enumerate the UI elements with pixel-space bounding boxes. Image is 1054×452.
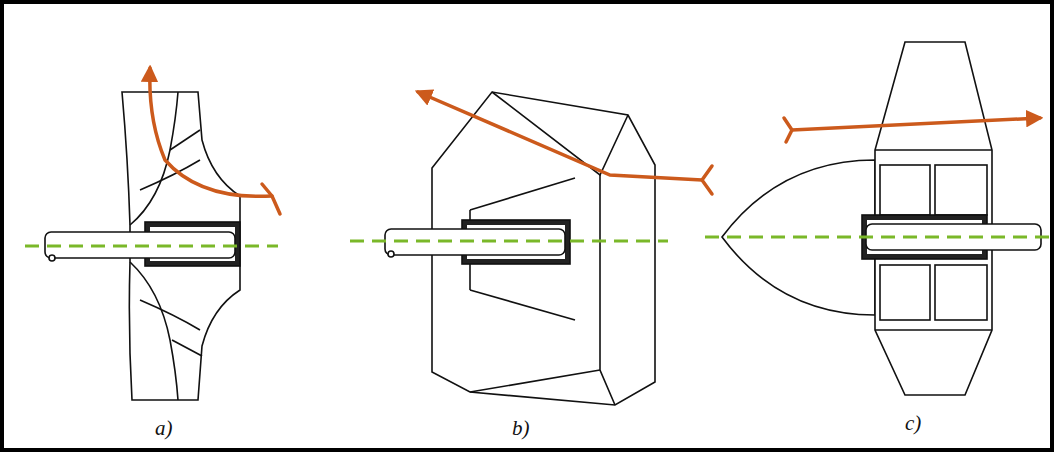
figure-label: a) (155, 418, 173, 439)
axis-line (25, 237, 1050, 246)
axial-impeller (722, 42, 1041, 395)
figure-label: c) (905, 413, 921, 434)
mixed-flow-impeller (385, 92, 655, 405)
flow-arrow (150, 68, 1040, 214)
figure-label: b) (512, 418, 530, 439)
